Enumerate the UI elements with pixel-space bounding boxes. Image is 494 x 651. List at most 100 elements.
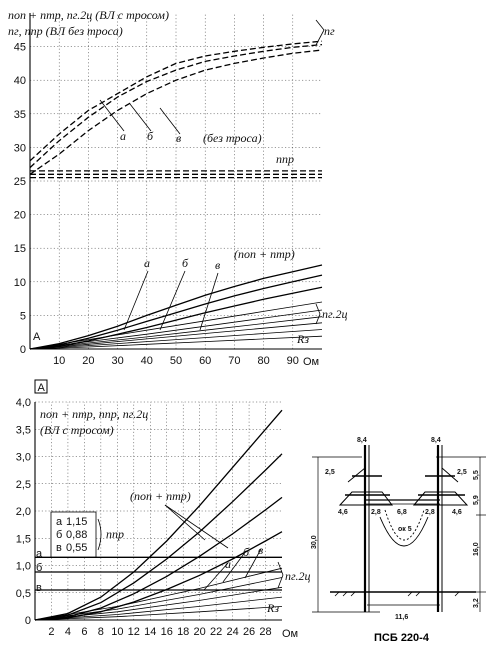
upper-series-line-6: [29, 264, 323, 350]
upper-label-npr: nпр: [276, 152, 294, 166]
npr-legend-key-v: в: [56, 542, 62, 554]
lower-x-axis-label: Rз: [266, 601, 279, 615]
lower-series-line-11: [34, 606, 283, 621]
upper-leader-line-8: [315, 303, 321, 315]
lower-panel-label: A: [38, 382, 46, 394]
dim-height-lower: 16,0: [473, 542, 480, 556]
lower-leader-line-0: [164, 504, 206, 541]
lower-leader-line-1: [164, 504, 229, 549]
upper-label-b2: б: [182, 256, 189, 270]
upper-x-tick-label: 80: [257, 355, 269, 367]
lower-series: [34, 409, 283, 621]
dim-right-mid: 5,9: [473, 495, 480, 505]
lower-series-line-9: [34, 586, 283, 621]
lower-x-tick-label: 12: [128, 626, 140, 638]
upper-label-ng2c: nг.2ц: [322, 307, 348, 321]
dim-height-total: 30,0: [311, 535, 318, 549]
dim-mid-1: 4,6: [338, 509, 348, 516]
lower-series-line-3: [34, 409, 283, 621]
npr-legend-value-b: 0,88: [66, 529, 87, 541]
upper-label-ng: nг: [324, 24, 335, 38]
lower-x-tick-label: 20: [194, 626, 206, 638]
upper-x-tick-label: 40: [141, 355, 153, 367]
lower-label-ng2c: nг.2ц: [285, 569, 311, 583]
lower-leader-line-4: [244, 548, 262, 579]
upper-y-tick-label: 5: [20, 310, 26, 322]
upper-label-a: a: [120, 129, 126, 143]
dim-wire-span: ок 5: [398, 526, 412, 533]
npr-legend-value-a: 1,15: [66, 516, 87, 528]
lower-x-unit: Ом: [282, 628, 298, 640]
lower-x-tick-label: 26: [243, 626, 255, 638]
lower-side-label-v: в: [36, 582, 42, 594]
upper-x-axis-label: Rз: [296, 332, 309, 346]
upper-leader-lines: [99, 19, 325, 331]
lower-series-line-8: [34, 577, 283, 621]
upper-series-line-0: [29, 40, 323, 162]
lower-x-tick-label: 14: [144, 626, 156, 638]
lower-y-tick-label: 0: [25, 615, 31, 627]
upper-x-tick-label: 60: [199, 355, 211, 367]
upper-leader-line-7: [199, 272, 219, 331]
lower-x-tick-label: 18: [177, 626, 189, 638]
lower-panel-label-box: [34, 379, 48, 394]
upper-y-tick-label: 40: [14, 75, 26, 87]
lower-y-tick-label: 2,5: [16, 479, 31, 491]
upper-series-line-11: [29, 316, 323, 350]
upper-leader-line-6: [159, 270, 186, 331]
lower-leader-lines: [164, 504, 284, 591]
upper-series-line-13: [29, 329, 323, 350]
upper-series-line-14: [29, 335, 323, 350]
lower-leader-line-6: [277, 574, 284, 589]
lower-x-tick-label: 8: [98, 626, 104, 638]
lower-y-title-2: (ВЛ с тросом): [40, 423, 114, 437]
upper-leader-line-5: [123, 270, 149, 331]
upper-series-line-9: [29, 301, 323, 350]
upper-label-bez-trosa: (без троса): [203, 131, 262, 145]
upper-label-v: в: [176, 131, 181, 145]
dim-arm-right: 2,5: [457, 469, 467, 476]
lower-y-tick-label: 1,5: [16, 533, 31, 545]
npr-legend-box: [50, 511, 97, 558]
lower-label-a: a: [225, 557, 231, 571]
dim-right-top: 5,5: [473, 470, 480, 480]
upper-series-line-1: [29, 43, 323, 169]
upper-y-tick-label: 25: [14, 176, 26, 188]
npr-legend-label: nпр: [106, 527, 124, 541]
dim-mid-5: 4,6: [452, 509, 462, 516]
upper-leader-line-9: [315, 313, 321, 325]
upper-y-tick-label: 15: [14, 243, 26, 255]
upper-leader-line-3: [315, 19, 325, 31]
lower-y-tick-label: 4,0: [16, 397, 31, 409]
dim-arm-left: 2,5: [325, 469, 335, 476]
upper-y-tick-label: 45: [14, 42, 26, 54]
npr-legend-key-b: б: [56, 529, 62, 541]
upper-leader-line-4: [315, 29, 325, 46]
lower-series-line-7: [34, 567, 283, 621]
drawing-caption: ПСБ 220-4: [374, 632, 430, 644]
upper-corner-label: A: [33, 331, 41, 343]
lower-series-line-10: [34, 596, 283, 621]
upper-y-tick-label: 10: [14, 277, 26, 289]
npr-legend-brace: [97, 518, 102, 551]
lower-y-tick-label: 2,0: [16, 506, 31, 518]
upper-series-line-7: [29, 274, 323, 350]
lower-x-tick-label: 16: [161, 626, 173, 638]
npr-legend-key-a: a: [56, 516, 63, 528]
tower-ground: [330, 591, 476, 597]
upper-x-tick-label: 50: [170, 355, 182, 367]
lower-x-tick-label: 22: [210, 626, 222, 638]
upper-series-line-2: [29, 49, 323, 175]
lower-side-label-a: a: [36, 548, 43, 560]
tower-left-pole: [338, 445, 394, 612]
dim-mid-3: 6,8: [397, 509, 407, 516]
lower-label-nop-ntr: (nоп + nтр): [130, 489, 191, 503]
upper-x-tick-label: 10: [53, 355, 65, 367]
upper-y-tick-label: 35: [14, 109, 26, 121]
lower-leader-line-2: [203, 562, 229, 591]
lower-leader-line-5: [277, 561, 284, 576]
upper-y-tick-label: 20: [14, 210, 26, 222]
